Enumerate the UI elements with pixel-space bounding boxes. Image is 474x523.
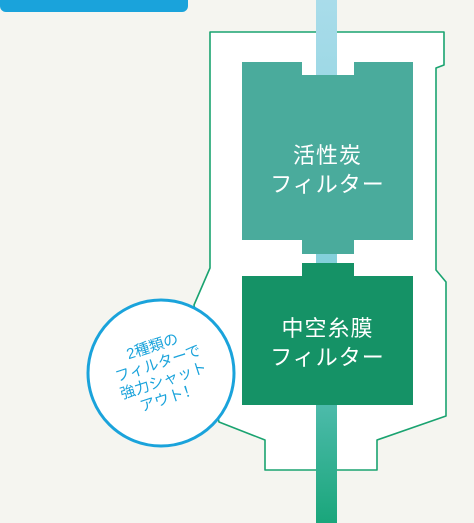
membrane-filter-label-line2: フィルター — [270, 345, 385, 370]
carbon-filter-label-line2: フィルター — [270, 172, 385, 197]
carbon-filter-label-line1: 活性炭 — [292, 143, 362, 168]
membrane-filter-label: 中空糸膜 フィルター — [242, 314, 413, 372]
carbon-filter-block — [242, 62, 413, 254]
membrane-filter-block — [242, 263, 413, 405]
carbon-filter-label: 活性炭 フィルター — [242, 141, 413, 199]
badge-circle — [86, 298, 236, 448]
membrane-filter-label-line1: 中空糸膜 — [281, 316, 374, 341]
top-tab — [0, 0, 188, 12]
